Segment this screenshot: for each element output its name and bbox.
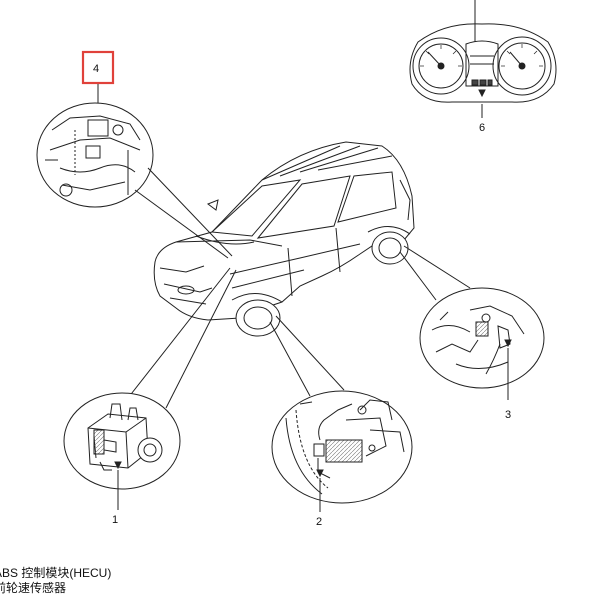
highlight-box xyxy=(81,50,115,85)
detail-front-wheel-sensor xyxy=(271,390,413,512)
callout-1: 1 xyxy=(112,514,118,526)
callout-6: 6 xyxy=(479,122,485,134)
vehicle-outline xyxy=(153,141,415,337)
callout-3: 3 xyxy=(505,409,511,421)
zoom-cones xyxy=(127,167,471,409)
callout-2: 2 xyxy=(316,516,322,528)
detail-rear-wheel-sensor xyxy=(419,287,545,400)
instrument-cluster xyxy=(409,0,557,118)
detail-engine-bay xyxy=(36,102,154,208)
component-legend: ABS 控制模块(HECU) 前轮速传感器 xyxy=(0,566,603,596)
detail-abs-module xyxy=(63,392,181,510)
legend-item-front-wheel-sensor: 前轮速传感器 xyxy=(0,581,67,595)
legend-item-abs-module: ABS 控制模块(HECU) xyxy=(0,566,112,580)
callout-4: 4 xyxy=(93,63,99,75)
